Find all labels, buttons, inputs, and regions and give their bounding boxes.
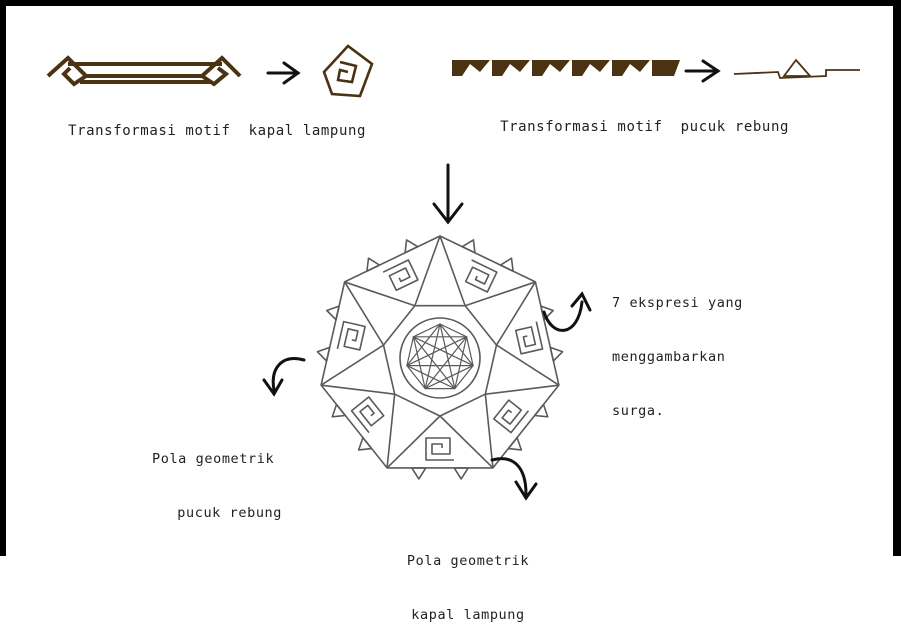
caption-kapal-transform: Transformasi motif kapal lampung — [50, 104, 366, 140]
spiral-motif — [425, 437, 454, 461]
rebung-triangle — [453, 467, 470, 480]
center-ring — [399, 317, 481, 399]
rebung-triangle-icon — [733, 58, 860, 79]
annotation-kapal-line2: kapal lampung — [411, 607, 525, 623]
caption-rebung-transform-a: Transformasi motif — [500, 119, 663, 135]
diagram-canvas — [46, 44, 860, 501]
rebung-triangle — [499, 257, 514, 273]
center-star — [406, 323, 474, 390]
rebung-triangle — [533, 403, 549, 418]
arrow-right-icon — [684, 59, 721, 83]
geometric-ornament — [316, 235, 564, 480]
caption-rebung-transform: Transformasi motif pucuk rebung — [482, 100, 789, 136]
caption-kapal-transform-a: Transformasi motif — [68, 123, 231, 139]
outer-heptagon — [320, 235, 560, 469]
spiral-motif — [336, 320, 366, 351]
cell-divider — [496, 344, 560, 386]
spiral-motif — [382, 259, 419, 292]
rebung-triangle — [357, 436, 373, 451]
arrow-right-icon — [266, 61, 301, 85]
spiral-motif — [464, 259, 498, 293]
curved-arrow-surga-icon — [542, 291, 592, 332]
rebung-triangle — [540, 305, 555, 321]
kapal-lampung-motif-icon — [46, 55, 242, 87]
image-frame — [0, 0, 901, 556]
cell-divider — [495, 281, 537, 346]
pucuk-rebung-motif-icon — [452, 60, 680, 76]
kapal-spiral-icon — [322, 44, 374, 98]
cell-divider — [320, 344, 384, 386]
caption-kapal-transform-b: kapal lampung — [248, 123, 367, 139]
caption-rebung-transform-b: pucuk rebung — [680, 119, 790, 135]
rebung-triangle — [410, 467, 427, 480]
spiral-motif — [350, 396, 385, 434]
cell-divider — [386, 415, 441, 469]
rebung-triangle — [549, 346, 564, 362]
rebung-triangle — [461, 239, 476, 254]
center-star-rim — [406, 323, 474, 390]
annotation-pucuk-line2: pucuk rebung — [177, 505, 282, 521]
annotation-kapal: Pola geometrik kapal lampung — [398, 516, 538, 642]
rebung-triangle — [325, 305, 340, 321]
cell-divider — [386, 394, 396, 469]
curved-arrow-pucuk-icon — [262, 357, 306, 397]
rebung-triangle — [404, 239, 419, 254]
cell-divider — [344, 281, 416, 307]
inner-heptagon — [382, 304, 498, 417]
cell-divider — [464, 281, 536, 307]
cell-divider — [414, 235, 441, 307]
rebung-triangle — [507, 436, 523, 451]
curved-arrow-kapal-icon — [490, 457, 538, 501]
center-star — [406, 323, 474, 390]
cell-divider — [343, 281, 385, 346]
cell-divider — [485, 384, 560, 395]
annotation-pucuk: Pola geometrik pucuk rebung — [152, 414, 282, 540]
rebung-triangle — [316, 346, 331, 362]
annotation-surga-line1: 7 ekspresi yang — [612, 295, 743, 311]
spiral-motif — [514, 321, 544, 355]
annotation-surga: 7 ekspresi yang menggambarkan surga. — [612, 258, 743, 438]
spiral-motif — [492, 399, 530, 434]
rebung-triangle — [331, 403, 347, 418]
rebung-triangle — [366, 257, 381, 273]
cell-divider — [484, 394, 494, 469]
annotation-surga-line2: menggambarkan — [612, 349, 726, 365]
cell-divider — [320, 384, 395, 395]
annotation-surga-line3: surga. — [612, 403, 665, 419]
arrow-down-icon — [432, 163, 464, 225]
cell-divider — [439, 235, 466, 307]
annotation-pucuk-line1: Pola geometrik — [152, 451, 275, 467]
annotation-kapal-line1: Pola geometrik — [406, 553, 530, 569]
cell-divider — [439, 415, 494, 469]
